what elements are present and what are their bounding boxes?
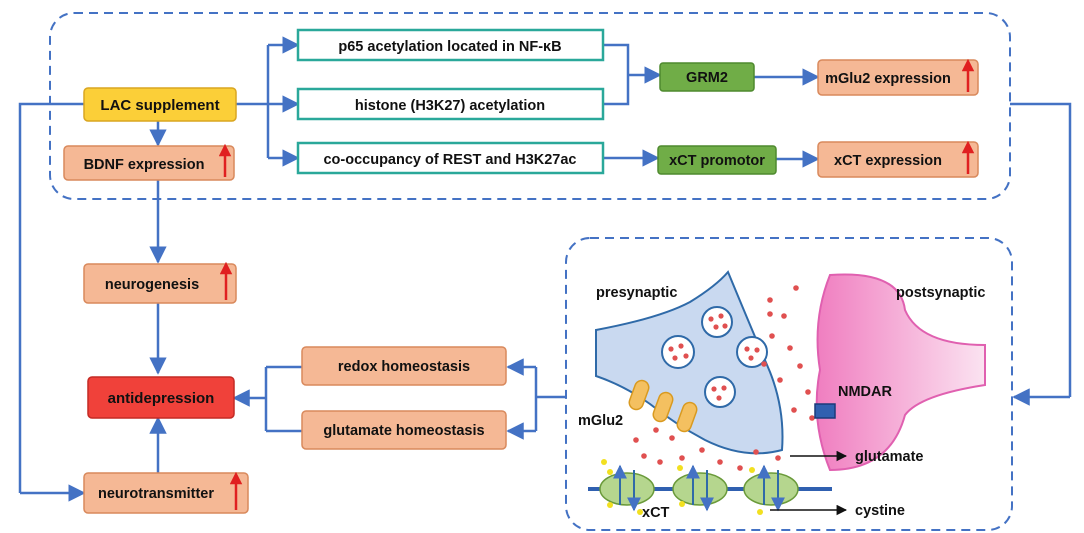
nmdar-receptor	[814, 403, 836, 419]
presynaptic-label: presynaptic	[596, 285, 677, 301]
nmdar-label: NMDAR	[838, 384, 892, 400]
mglu2-expression-label: mGlu2 expression	[825, 71, 951, 87]
neurotransmitter-label: neurotransmitter	[98, 486, 214, 502]
xct-label: xCT	[642, 505, 670, 521]
cystine-label: cystine	[855, 503, 905, 519]
xct-expression-label: xCT expression	[834, 153, 942, 169]
grm2-box: GRM2	[659, 62, 755, 92]
glutamate-label: glutamate	[855, 449, 924, 465]
lac-supplement-label: LAC supplement	[100, 97, 219, 114]
grm2-label: GRM2	[686, 70, 728, 86]
neurogenesis-label: neurogenesis	[105, 277, 199, 293]
mglu2-receptors	[628, 379, 698, 433]
xct-expression-box: xCT expression	[817, 140, 979, 178]
redox-homeostasis-box: redox homeostasis	[301, 346, 507, 386]
cooccupancy-box: co-occupancy of REST and H3K27ac	[296, 141, 605, 175]
cooccupancy-label: co-occupancy of REST and H3K27ac	[323, 152, 576, 168]
antidepression-label: antidepression	[108, 390, 215, 407]
histone-acetylation-label: histone (H3K27) acetylation	[355, 98, 545, 114]
synaptic-vesicles	[661, 306, 768, 408]
vesicle-contents	[668, 313, 760, 401]
antidepression-box: antidepression	[87, 376, 235, 419]
glutamate-homeostasis-box: glutamate homeostasis	[301, 410, 507, 450]
cystine-molecules	[601, 459, 763, 515]
xct-transporters	[599, 464, 799, 512]
neurotransmitter-box: neurotransmitter	[83, 471, 249, 514]
top-dashed-frame	[49, 12, 1011, 200]
postsynaptic-label: postsynaptic	[896, 285, 985, 301]
synapse-illustration: presynaptic postsynaptic NMDAR mGlu2 glu…	[578, 270, 986, 521]
xct-promotor-box: xCT promotor	[657, 145, 777, 175]
p65-acetylation-box: p65 acetylation located in NF-κB	[296, 28, 605, 62]
bdnf-expression-box: BDNF expression	[63, 143, 235, 181]
connectors	[18, 36, 1072, 502]
bdnf-expression-label: BDNF expression	[84, 157, 205, 173]
glutamate-homeostasis-label: glutamate homeostasis	[323, 423, 484, 439]
neurogenesis-box: neurogenesis	[83, 261, 237, 304]
lac-supplement-box: LAC supplement	[83, 87, 237, 122]
redox-homeostasis-label: redox homeostasis	[338, 359, 470, 375]
synapse-dashed-frame	[565, 237, 1013, 531]
mglu2-expression-box: mGlu2 expression	[817, 58, 979, 96]
histone-acetylation-box: histone (H3K27) acetylation	[296, 87, 605, 121]
p65-acetylation-label: p65 acetylation located in NF-κB	[338, 39, 561, 55]
mglu2-label: mGlu2	[578, 413, 623, 429]
xct-promotor-label: xCT promotor	[669, 153, 765, 169]
postsynaptic-neuron	[815, 273, 986, 472]
